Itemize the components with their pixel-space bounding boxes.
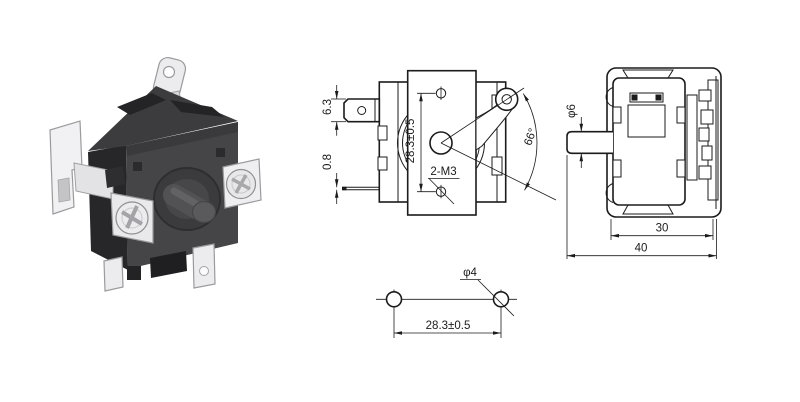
body-width-dimension: 30 [656,223,669,235]
shaft-diameter-dimension: φ6 [566,104,578,118]
mounting-bracket-left [49,120,83,215]
mounting-plate-left [110,192,154,244]
terminal-width-dimension: 6.3 [322,99,334,115]
switch-shaft [163,184,217,224]
body-top-face [88,86,238,151]
bottom-peg [150,251,187,278]
hole-spacing-dimension: 28.3±0.5 [405,119,417,164]
side-window [627,104,666,138]
mounting-hole-right [492,290,510,308]
thread-label: 2-M3 [430,166,456,178]
terminal-thin-front-view [342,186,380,191]
terminal-front-view [343,98,381,123]
total-width-dimension: 40 [635,243,648,255]
eyelet-hole [162,65,176,79]
clamp-left [105,166,125,188]
product-photo [49,57,262,292]
hole-diameter-dimension: φ4 [463,267,477,279]
terminal-tab-left [103,256,124,292]
angle-arc [522,93,538,191]
mounting-hole-left [385,290,403,308]
angle-dimension: 66° [522,127,539,147]
side-shaft [566,130,613,155]
terminal-thickness-dimension: 0.8 [322,154,334,170]
side-view: φ6 30 40 [566,67,722,259]
mounting-plate-right [222,158,262,209]
front-view: 66° 28.3±0.5 2-M3 6.3 [322,69,557,216]
switch-body [88,86,238,270]
hole-spacing-dimension-bottom: 28.3±0.5 [426,320,471,332]
mounting-hole-pattern-view: φ4 28.3±0.5 [376,267,517,338]
terminal-hole [357,106,367,115]
side-front-block [612,77,686,206]
contact-stack [686,79,719,201]
terminal-tab-right [192,243,216,289]
